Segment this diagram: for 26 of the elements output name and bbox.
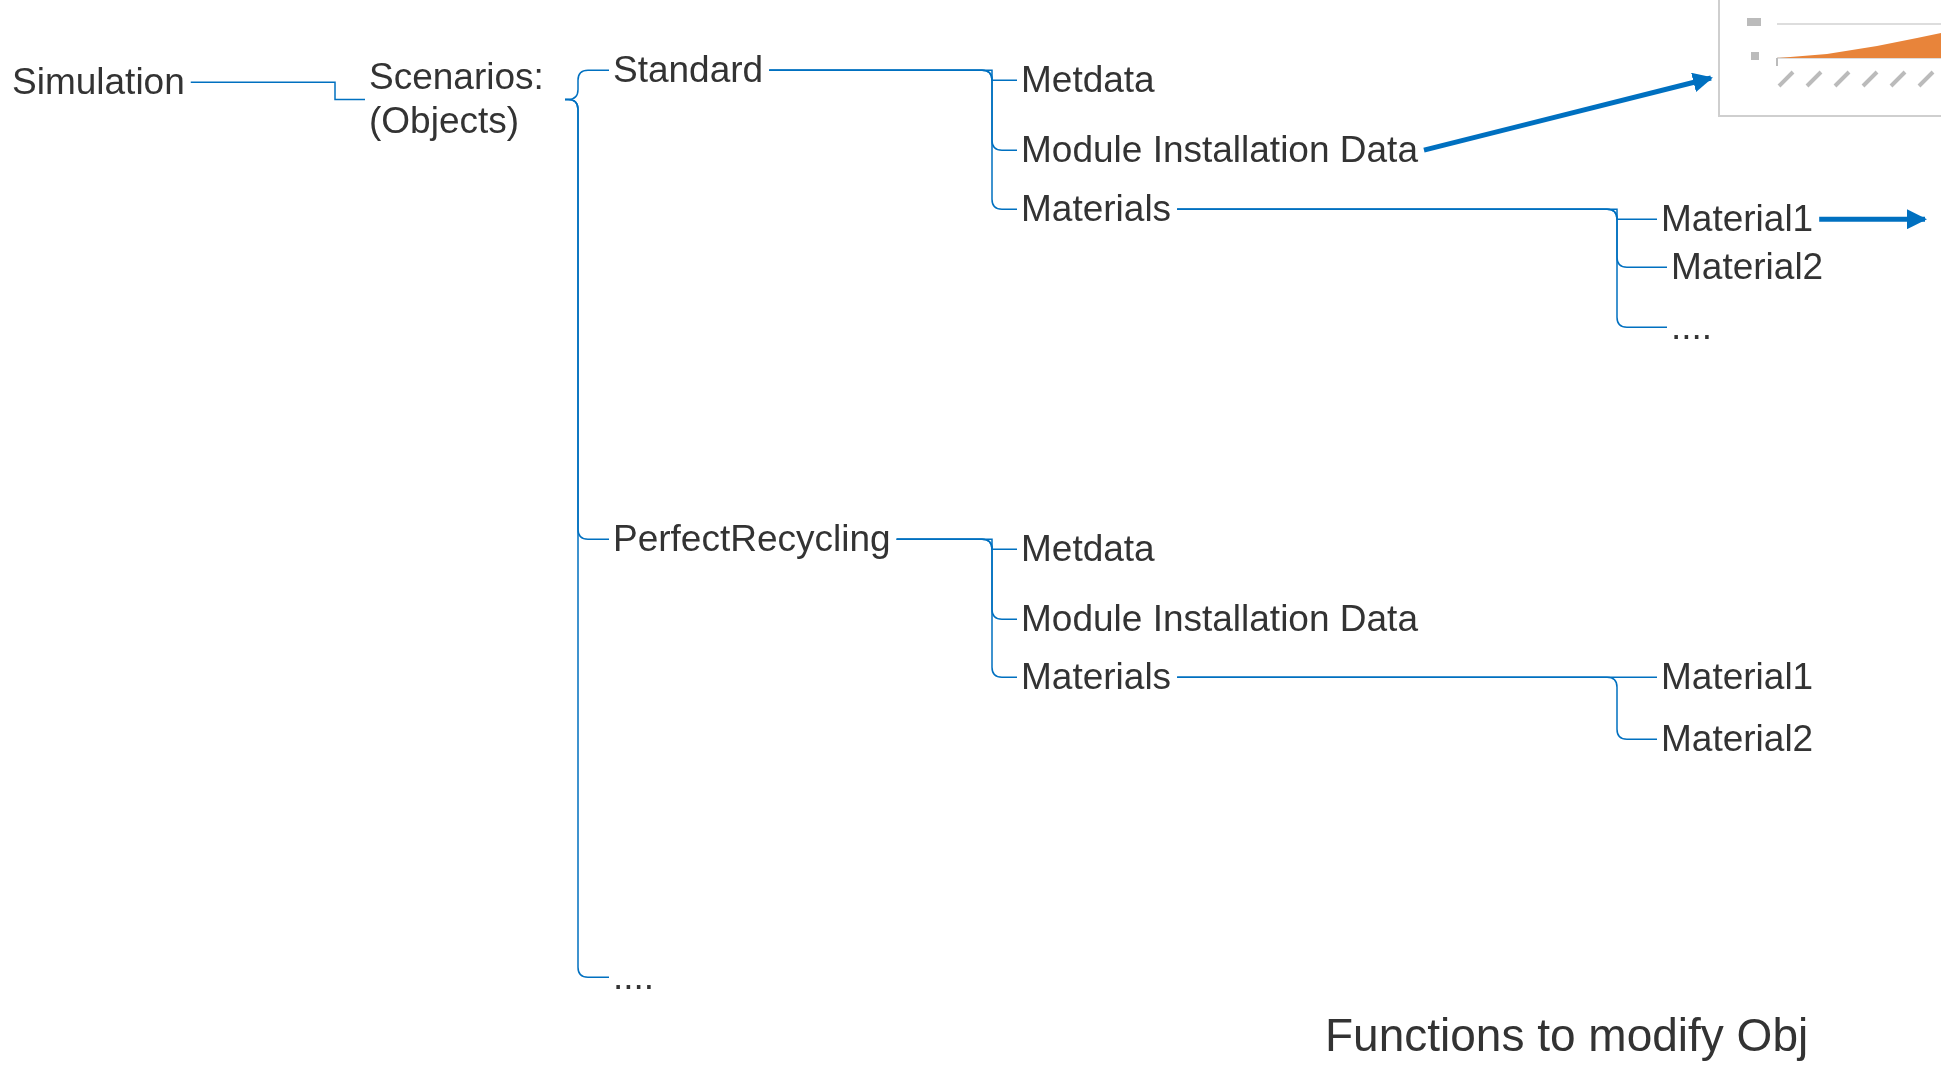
item-text: Module Installation Data [1021, 597, 1418, 642]
item-text: Material1 [1661, 197, 1814, 242]
note-text: Functions to modify Obj [1325, 1008, 1809, 1062]
ellipsis: .... [1671, 305, 1713, 350]
brace-connector [1176, 676, 1658, 740]
item-text: Material1 [1661, 655, 1814, 700]
arrow [1819, 209, 1927, 230]
item-text: Metdata [1021, 58, 1155, 103]
brace-connector [1176, 208, 1668, 328]
brace-connector [895, 538, 1018, 678]
item-text: Material2 [1661, 717, 1814, 762]
item-text: Material2 [1671, 245, 1824, 290]
picture [1717, 0, 1941, 118]
scenario-name: PerfectRecycling [613, 517, 891, 562]
item-text: Materials [1021, 187, 1172, 232]
tree-node-text: Scenarios: (Objects) [369, 55, 559, 144]
brace-connector [564, 98, 610, 978]
arrow [1423, 72, 1713, 153]
scenario-name: Standard [613, 48, 764, 93]
tree-node-text: Simulation [12, 60, 185, 105]
ellipsis: .... [613, 955, 655, 1000]
brace-connector [768, 69, 1018, 210]
item-text: Materials [1021, 655, 1172, 700]
item-text: Metdata [1021, 527, 1155, 572]
brace-connector [190, 81, 366, 101]
item-text: Module Installation Data [1021, 128, 1418, 173]
